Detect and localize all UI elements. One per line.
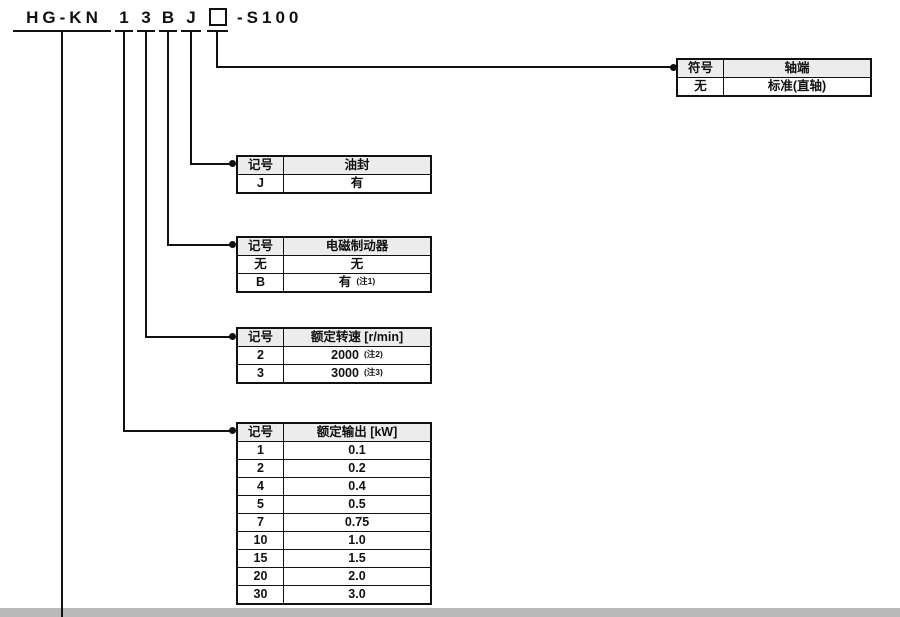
value-header-cell: 轴端 xyxy=(723,60,870,77)
value-cell: 1.0 xyxy=(283,532,430,549)
table-row: 2 2000(注2) xyxy=(238,346,430,364)
table-row: 3 3000(注3) xyxy=(238,364,430,382)
value-header-cell: 额定输出 [kW] xyxy=(283,424,430,441)
connector-line-shaft-v xyxy=(216,32,218,68)
code-cell: 无 xyxy=(254,257,267,272)
table-header-row: 符号轴端 xyxy=(678,60,870,77)
connector-line-brake-v xyxy=(167,32,169,246)
code-cell: 1 xyxy=(257,443,264,458)
connector-line-oil-seal-v xyxy=(190,32,192,165)
code-cell: 3 xyxy=(257,366,264,381)
code-header-cell: 记号 xyxy=(247,158,273,173)
table-header-row: 记号额定输出 [kW] xyxy=(238,424,430,441)
code-header-cell: 记号 xyxy=(247,239,273,254)
value-cell: 有 xyxy=(283,175,430,192)
model-output-code-text: 1 xyxy=(115,6,133,32)
table-row: B 有(注1) xyxy=(238,273,430,291)
value-cell: 3.0 xyxy=(283,586,430,603)
model-speed-code-text: 3 xyxy=(137,6,155,32)
junction-dot-speed xyxy=(229,333,236,340)
value-cell: 0.1 xyxy=(283,442,430,459)
code-cell: B xyxy=(255,275,266,290)
value-cell: 1.5 xyxy=(283,550,430,567)
table-row: 无 标准(直轴) xyxy=(678,77,870,95)
model-series-text: HG-KN xyxy=(13,6,111,32)
value-cell: 标准(直轴) xyxy=(723,78,870,95)
code-cell: 10 xyxy=(253,533,268,548)
connector-line-brake-h xyxy=(167,244,233,246)
bottom-page-bar xyxy=(0,608,900,617)
shaft-end-table: 符号轴端无 标准(直轴) xyxy=(676,58,872,97)
model-shaft-placeholder xyxy=(207,6,228,32)
junction-dot-oil-seal xyxy=(229,160,236,167)
model-suffix-text: -S100 xyxy=(237,8,303,27)
value-cell: 有(注1) xyxy=(283,274,430,291)
rated-speed-table: 记号额定转速 [r/min] 2 2000(注2) 3 3000(注3) xyxy=(236,327,432,384)
table-header-row: 记号电磁制动器 xyxy=(238,238,430,255)
connector-line-output-v xyxy=(123,32,125,432)
connector-line-speed-h xyxy=(145,336,233,338)
code-cell: J xyxy=(257,176,264,191)
junction-dot-brake xyxy=(229,241,236,248)
model-brake-code-text: B xyxy=(159,6,177,32)
value-header-cell: 油封 xyxy=(283,157,430,174)
code-cell: 15 xyxy=(253,551,268,566)
code-header-cell: 记号 xyxy=(247,330,273,345)
value-header-cell: 电磁制动器 xyxy=(283,238,430,255)
value-cell: 0.5 xyxy=(283,496,430,513)
code-cell: 5 xyxy=(257,497,264,512)
blank-square-icon xyxy=(208,8,227,26)
table-header-row: 记号额定转速 [r/min] xyxy=(238,329,430,346)
connector-line-series xyxy=(61,32,63,617)
value-cell: 0.4 xyxy=(283,478,430,495)
note-ref: (注2) xyxy=(363,349,383,360)
code-cell: 2 xyxy=(257,348,264,363)
value-cell: 2000(注2) xyxy=(283,347,430,364)
connector-line-shaft-h xyxy=(216,66,674,68)
value-cell: 无 xyxy=(283,256,430,273)
connector-line-output-h xyxy=(123,430,233,432)
table-row: 无无 xyxy=(238,255,430,273)
value-header-cell: 额定转速 [r/min] xyxy=(283,329,430,346)
table-header-row: 记号油封 xyxy=(238,157,430,174)
model-oil-seal-code-text: J xyxy=(181,6,201,32)
value-cell: 2.0 xyxy=(283,568,430,585)
code-header-cell: 记号 xyxy=(247,425,273,440)
code-cell: 2 xyxy=(257,461,264,476)
code-cell: 4 xyxy=(257,479,264,494)
code-cell: 20 xyxy=(253,569,268,584)
note-ref: (注3) xyxy=(363,367,383,378)
junction-dot-shaft xyxy=(670,64,677,71)
code-cell: 30 xyxy=(253,587,268,602)
connector-line-oil-seal-h xyxy=(190,163,233,165)
code-cell: 无 xyxy=(694,79,707,94)
connector-line-speed-v xyxy=(145,32,147,338)
note-ref: (注1) xyxy=(356,276,376,287)
value-cell: 0.75 xyxy=(283,514,430,531)
value-cell: 0.2 xyxy=(283,460,430,477)
code-cell: 7 xyxy=(257,515,264,530)
code-header-cell: 符号 xyxy=(687,61,713,76)
value-cell: 3000(注3) xyxy=(283,365,430,382)
junction-dot-output xyxy=(229,427,236,434)
